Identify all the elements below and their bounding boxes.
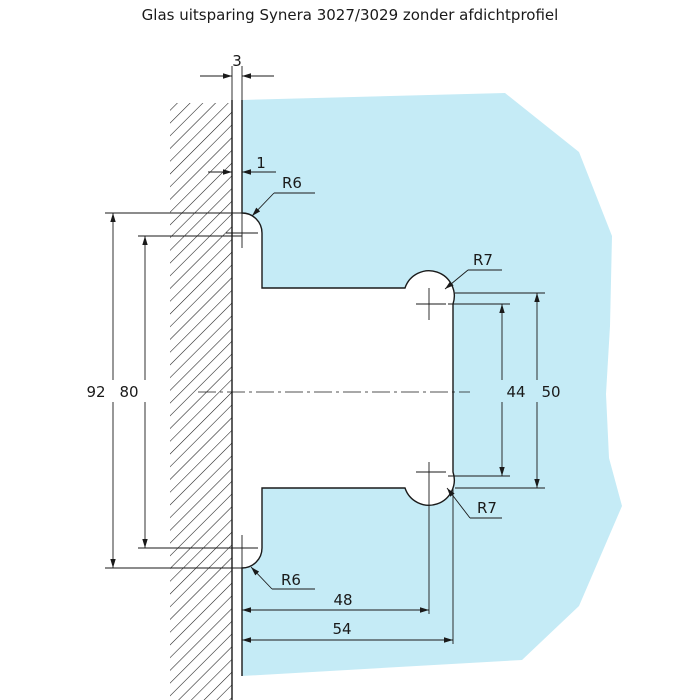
dim-radius-lower-right: R7: [446, 487, 502, 519]
radius-upper-right-label: R7: [473, 251, 493, 269]
depth-inner-label: 48: [333, 591, 352, 609]
dim-wall-gap: 3: [200, 52, 274, 100]
radius-centers: [226, 200, 454, 650]
dim-radius-upper-right: R7: [444, 251, 502, 290]
dim-depth-inner: 48: [242, 591, 429, 613]
dim-depth-outer: 54: [242, 620, 453, 643]
glass-panel: [242, 93, 622, 676]
radius-lower-right-label: R7: [477, 499, 497, 517]
depth-outer-label: 54: [332, 620, 351, 638]
dim-glass-offset-label: 1: [256, 154, 266, 172]
dim-wall-gap-label: 3: [232, 52, 242, 70]
height-inner-label: 80: [119, 383, 138, 401]
dim-glass-offset: 1: [208, 154, 276, 175]
wall-hatching: [170, 103, 232, 700]
radius-lower-left-label: R6: [281, 571, 301, 589]
height-outer-label: 92: [86, 383, 105, 401]
slot-outer-label: 50: [541, 383, 560, 401]
dim-radius-lower-left: R6: [250, 566, 315, 590]
dim-slot-outer: 50: [455, 292, 561, 489]
dim-radius-upper-left: R6: [251, 174, 315, 217]
radius-upper-left-label: R6: [282, 174, 302, 192]
dim-height-outer: 92: [86, 212, 242, 569]
glass-edge-line: [241, 100, 455, 676]
slot-inner-label: 44: [506, 383, 525, 401]
dim-slot-inner: 44: [448, 303, 526, 477]
diagram-title: Glas uitsparing Synera 3027/3029 zonder …: [141, 6, 559, 24]
dim-height-inner: 80: [119, 235, 242, 549]
